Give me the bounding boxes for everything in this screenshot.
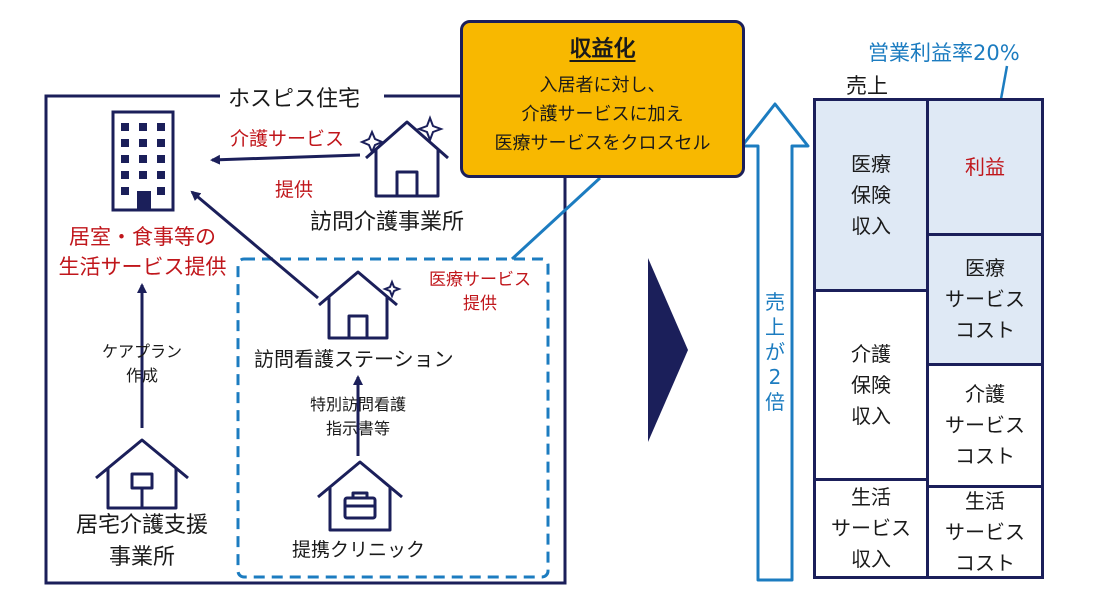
housing-service-label: 居室・食事等の 生活サービス提供 — [55, 222, 230, 282]
visit-nursing-station-label: 訪問看護ステーション — [254, 347, 454, 371]
housing-service-line2: 生活サービス提供 — [58, 255, 227, 279]
building-icon — [111, 110, 175, 212]
cell-line: 保険 — [851, 182, 891, 207]
profit-rate-label: 営業利益率20% — [868, 41, 1020, 65]
sparkle-icon — [359, 115, 444, 155]
cost-cell-medical-service: 医療 サービス コスト — [926, 233, 1044, 366]
cell-line: サービス — [945, 519, 1025, 544]
visit-care-office-label: 訪問介護事業所 — [310, 210, 465, 235]
growth-arrow — [740, 102, 810, 582]
medical-area-frame — [236, 257, 550, 579]
growth-char: 2 — [768, 365, 782, 389]
visit-care-house-icon — [365, 120, 449, 198]
cell-line: 医療 — [965, 256, 1005, 280]
growth-char: 上 — [765, 315, 785, 339]
partner-clinic-label: 提携クリニック — [292, 539, 426, 561]
sparkle-icon-small — [382, 279, 402, 299]
clinic-house-icon — [317, 460, 403, 532]
cell-line: サービス — [945, 413, 1025, 437]
cell-line: 医療 — [851, 151, 891, 176]
arrow-care-to-building — [210, 153, 361, 165]
special-instruction-line1: 特別訪問看護 — [309, 395, 406, 414]
cell-line: 利益 — [965, 154, 1005, 179]
cell-line: 収入 — [851, 213, 891, 238]
medical-service-label: 医療サービス 提供 — [415, 268, 545, 316]
growth-char: が — [765, 340, 785, 364]
cell-line: サービス — [831, 516, 911, 540]
callout-title: 収益化 — [569, 37, 636, 62]
cell-line: サービス — [945, 287, 1025, 311]
special-instruction-label: 特別訪問看護 指示書等 — [298, 393, 418, 441]
cell-line: 保険 — [851, 372, 891, 397]
cost-cell-care-service: 介護 サービス コスト — [926, 363, 1044, 488]
care-support-house-icon — [95, 438, 189, 510]
revenue-cell-care-insurance: 介護 保険 収入 — [813, 289, 929, 481]
housing-service-line1: 居室・食事等の — [69, 225, 216, 249]
growth-char: 売 — [765, 290, 785, 314]
cell-line: 収入 — [851, 403, 891, 428]
care-plan-line2: 作成 — [125, 366, 158, 385]
callout-body: 入居者に対し、 介護サービスに加え 医療サービスをクロスセル — [463, 71, 742, 158]
callout-pointer — [510, 176, 602, 261]
special-instruction-line2: 指示書等 — [325, 419, 390, 438]
revenue-cell-living-service: 生活 サービス 収入 — [813, 478, 929, 579]
cell-line: 生活 — [851, 485, 891, 509]
sales-label: 売上 — [846, 74, 888, 98]
medical-service-line2: 提供 — [463, 294, 497, 314]
callout-line1: 入居者に対し、 — [539, 75, 666, 96]
cell-line: 収入 — [851, 547, 891, 571]
care-service-label: 介護サービス — [230, 128, 345, 150]
hospice-title: ホスピス住宅 — [228, 87, 361, 112]
callout-line2: 介護サービスに加え — [521, 104, 684, 125]
callout-line3: 医療サービスをクロスセル — [494, 133, 711, 154]
cell-line: 介護 — [851, 341, 891, 366]
care-plan-line1: ケアプラン — [101, 342, 182, 361]
arrow-nursing-to-building — [190, 190, 319, 300]
care-support-office-line2: 事業所 — [108, 545, 175, 570]
big-chevron-arrow — [648, 258, 688, 442]
visit-nursing-house-icon — [318, 270, 398, 340]
growth-label: 売 上 が 2 倍 — [760, 290, 790, 415]
cost-cell-living-service: 生活 サービス コスト — [926, 485, 1044, 579]
care-plan-label: ケアプラン 作成 — [90, 340, 194, 388]
cell-line: 生活 — [965, 488, 1005, 513]
flow-arrows — [137, 153, 363, 456]
care-support-office-label: 居宅介護支援 事業所 — [60, 510, 224, 574]
cell-line: 介護 — [965, 382, 1005, 406]
revenue-cell-medical-insurance: 医療 保険 収入 — [813, 98, 929, 292]
monetization-callout: 収益化 入居者に対し、 介護サービスに加え 医療サービスをクロスセル — [460, 20, 745, 178]
growth-char: 倍 — [765, 390, 785, 414]
cell-line: コスト — [955, 550, 1015, 575]
medical-service-line1: 医療サービス — [429, 270, 531, 290]
cell-line: コスト — [955, 444, 1015, 468]
cost-cell-profit: 利益 — [926, 98, 1044, 236]
provide-label: 提供 — [275, 179, 314, 201]
care-support-office-line1: 居宅介護支援 — [75, 513, 208, 538]
cell-line: コスト — [955, 318, 1015, 342]
